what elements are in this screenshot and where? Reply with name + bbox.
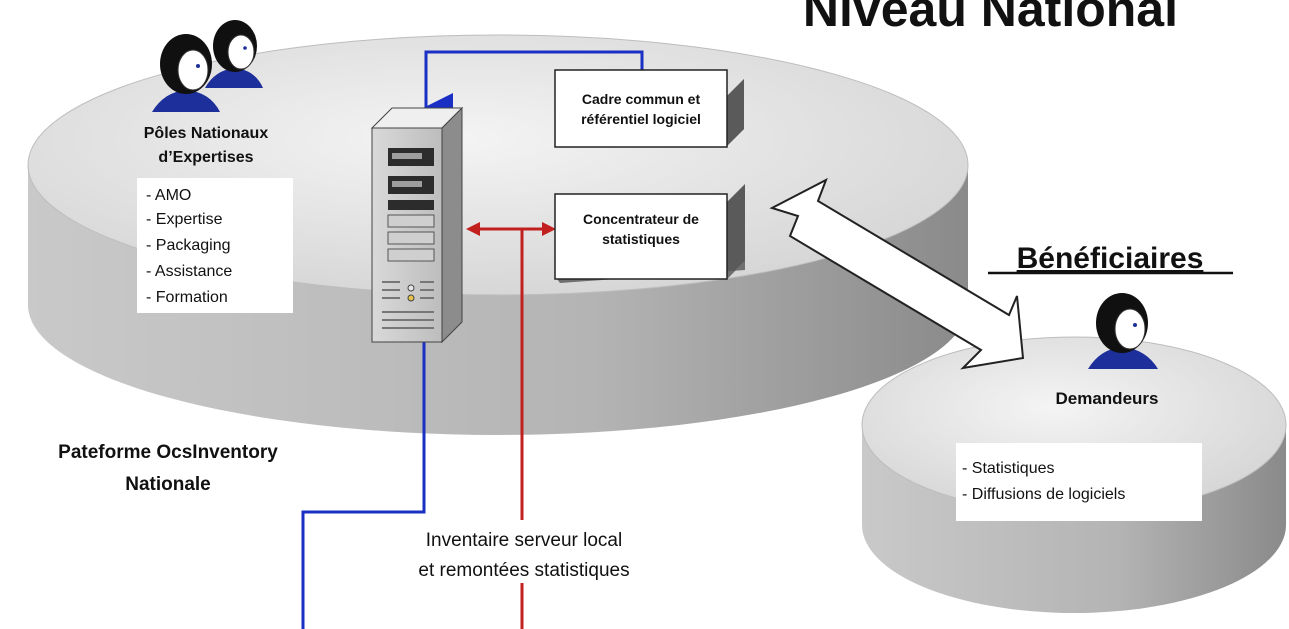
demandeurs-list: - Statistiques - Diffusions de logiciels <box>956 443 1202 521</box>
poles-expertise-list: - AMO - Expertise - Packaging - Assistan… <box>137 178 293 313</box>
poles-label-line1: Pôles Nationaux <box>144 125 269 142</box>
beneficiaires-heading: Bénéficiaires <box>1017 242 1204 275</box>
poles-label-line2: d’Expertises <box>158 149 253 166</box>
poles-item: - Packaging <box>146 237 231 254</box>
poles-item: - Formation <box>146 289 228 306</box>
box-concentrateur-line1: Concentrateur de <box>583 211 699 227</box>
double-arrow-icon <box>769 177 1025 370</box>
platform-label-line1: Pateforme OcsInventory <box>58 442 278 463</box>
server-tower-icon <box>370 106 464 344</box>
person-icon <box>205 20 263 88</box>
demandeurs-label: Demandeurs <box>1056 389 1159 408</box>
red-flow-line <box>466 222 556 629</box>
person-icon <box>1088 293 1158 369</box>
platform-label-line2: Nationale <box>125 474 211 495</box>
poles-item: - Expertise <box>146 211 223 228</box>
demandeurs-item: - Diffusions de logiciels <box>962 486 1125 503</box>
blue-flow-line <box>301 50 644 629</box>
box-concentrateur: Concentrateur de statistiques <box>554 184 745 283</box>
inventory-caption-line1: Inventaire serveur local <box>426 530 622 551</box>
inventory-caption: Inventaire serveur local et remontées st… <box>382 522 666 582</box>
person-icon <box>152 34 220 112</box>
box-cadre-commun: Cadre commun et référentiel logiciel <box>554 69 744 148</box>
demandeurs-item: - Statistiques <box>962 460 1054 477</box>
box-cadre-line2: référentiel logiciel <box>581 111 701 127</box>
poles-item: - Assistance <box>146 263 232 280</box>
box-cadre-line1: Cadre commun et <box>582 91 701 107</box>
inventory-caption-line2: et remontées statistiques <box>418 560 629 581</box>
page-title: Niveau National <box>803 0 1178 37</box>
box-concentrateur-line2: statistiques <box>602 231 680 247</box>
poles-item: - AMO <box>146 187 191 204</box>
